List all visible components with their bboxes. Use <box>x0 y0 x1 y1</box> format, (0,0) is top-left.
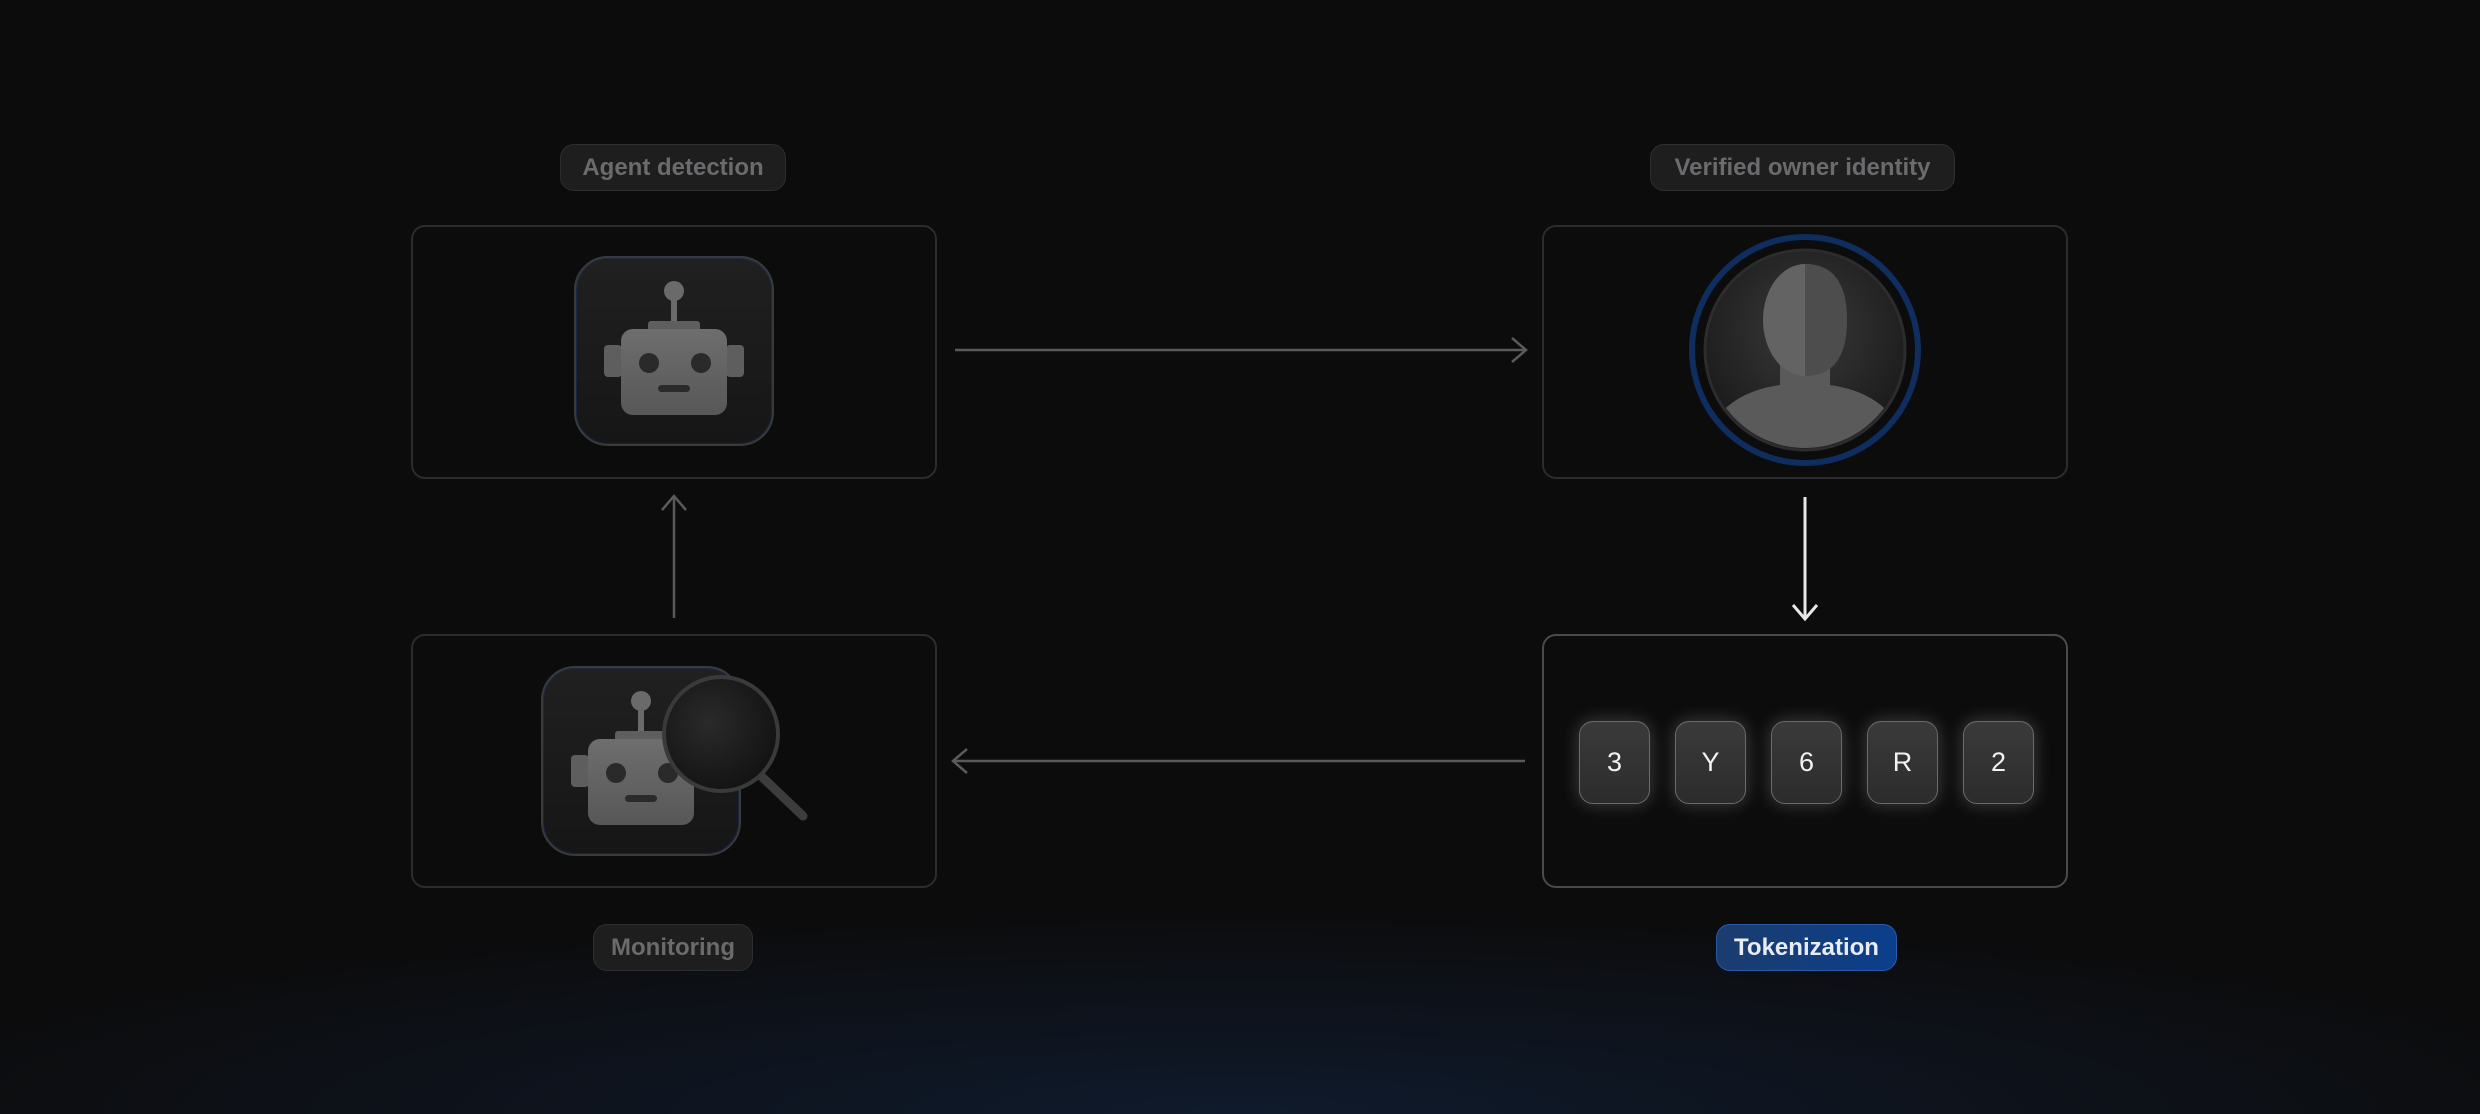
arrow-identity-to-tokenization <box>1791 497 1819 622</box>
token-char: Y <box>1675 721 1746 804</box>
tokenization-card <box>1542 634 2068 888</box>
token-char: 3 <box>1579 721 1650 804</box>
label-agent-detection: Agent detection <box>560 144 786 191</box>
monitoring-card <box>411 634 937 888</box>
monitoring-robot-icon <box>571 691 694 825</box>
robot-icon <box>604 281 744 415</box>
verified-identity-card <box>1542 225 2068 479</box>
agent-detection-card <box>411 225 937 479</box>
label-tokenization: Tokenization <box>1716 924 1897 971</box>
user-avatar-icon <box>1689 234 1921 466</box>
arrow-monitoring-to-detection <box>661 494 687 618</box>
label-monitoring: Monitoring <box>593 924 753 971</box>
label-verified-owner-identity: Verified owner identity <box>1650 144 1955 191</box>
token-char: R <box>1867 721 1938 804</box>
token-char: 2 <box>1963 721 2034 804</box>
arrow-detection-to-identity <box>955 337 1528 363</box>
arrow-tokenization-to-monitoring <box>951 748 1525 774</box>
magnifier-icon <box>662 675 808 821</box>
token-char: 6 <box>1771 721 1842 804</box>
